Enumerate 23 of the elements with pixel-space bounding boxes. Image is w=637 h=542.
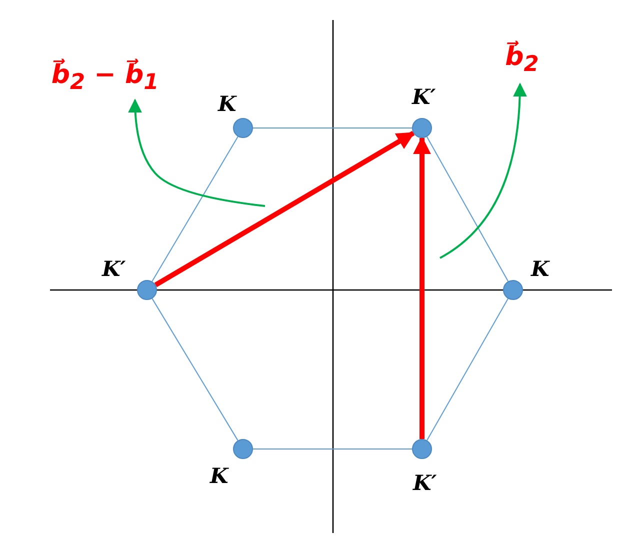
- lattice-point: [233, 439, 253, 459]
- point-label: K′: [412, 86, 436, 107]
- hexagon-edge: [426, 136, 509, 282]
- lattice-point: [412, 439, 432, 459]
- vector-arrow: [154, 130, 415, 288]
- vector-arrow: [413, 136, 431, 439]
- point-label: K: [210, 465, 228, 486]
- hexagon-edge: [426, 298, 509, 441]
- curved-arrow: [128, 98, 266, 207]
- lattice-point: [233, 118, 253, 138]
- point-label: K′: [102, 258, 126, 279]
- vector-label: b⃗$_{2}$: [505, 42, 539, 78]
- point-label: K′: [413, 472, 437, 493]
- point-label: K: [531, 258, 550, 279]
- lattice-point: [412, 118, 432, 138]
- curved-arrow: [439, 82, 527, 259]
- vector-label: b⃗$_{2}$ − b⃗$_{1}$: [51, 60, 159, 96]
- hexagon-edge: [152, 298, 238, 441]
- lattice-point: [137, 280, 157, 300]
- point-label: K: [218, 93, 236, 114]
- hexagon-edge: [252, 448, 412, 450]
- lattice-point: [503, 280, 523, 300]
- hexagon-edge: [152, 136, 238, 282]
